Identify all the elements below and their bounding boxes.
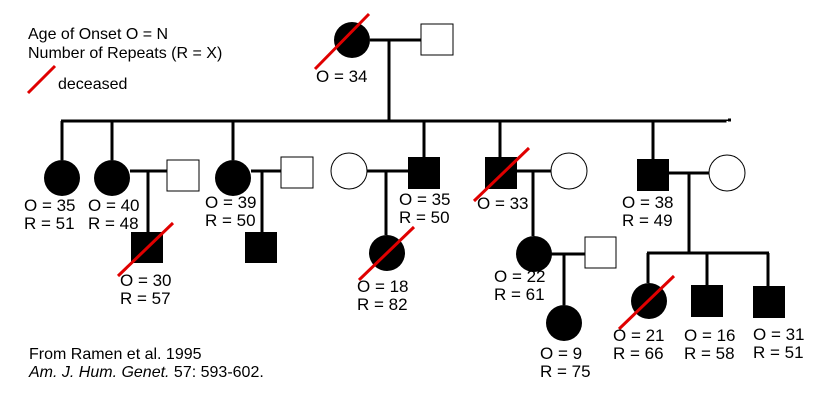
deceased-markers <box>116 12 676 331</box>
label-repeats: R = 61 <box>494 285 545 304</box>
label-onset: O = 33 <box>477 194 529 213</box>
individual-II-4-spouse-female <box>330 152 368 190</box>
label-repeats: R = 57 <box>120 289 171 308</box>
label-onset: O = 31 <box>753 325 805 344</box>
label-onset: O = 40 <box>88 196 140 215</box>
label-onset: O = 9 <box>540 344 582 363</box>
label-repeats: R = 51 <box>24 214 75 233</box>
label-onset: O = 38 <box>622 193 674 212</box>
label-onset: O = 34 <box>316 67 368 86</box>
individual-I-2-unaffected-male <box>420 23 454 56</box>
individual-II-6-affected-male <box>637 159 669 191</box>
label-onset: O = 16 <box>684 326 736 345</box>
label-repeats: R = 75 <box>540 362 591 381</box>
legend-deceased-slash-icon <box>26 64 57 95</box>
individual-II-2-spouse-male <box>166 159 200 192</box>
label-repeats: R = 50 <box>205 211 256 230</box>
individual-IV-1-affected-female <box>546 305 582 341</box>
label-repeats: R = 50 <box>399 208 450 227</box>
citation-line1: From Ramen et al. 1995 <box>29 346 202 363</box>
individual-II-6-spouse-female <box>708 154 746 192</box>
label-onset: O = 30 <box>120 271 172 290</box>
individual-II-5-spouse-female <box>550 152 588 190</box>
individual-II-1-affected-female <box>44 160 80 196</box>
individual-II-3-spouse-male <box>280 156 314 189</box>
label-onset: O = 35 <box>399 190 451 209</box>
label-onset: O = 18 <box>357 277 409 296</box>
deceased-slash-icon <box>357 225 416 282</box>
label-onset: O = 35 <box>24 196 76 215</box>
individual-II-4-affected-male <box>408 157 440 189</box>
individual-III-4-affected-female <box>516 236 552 272</box>
legend-repeats: Number of Repeats (R = X) <box>28 45 222 62</box>
individual-III-6-affected-male <box>691 285 723 317</box>
legend-deceased: deceased <box>58 76 127 93</box>
individual-III-2-affected-male <box>245 232 277 263</box>
label-repeats: R = 66 <box>613 344 664 363</box>
citation-ref: 57: 593-602. <box>169 364 263 381</box>
deceased-slash-icon <box>617 274 676 331</box>
label-repeats: R = 51 <box>753 343 804 362</box>
individual-III-4-spouse-male <box>584 236 617 269</box>
individual-labels: O = 34 O = 35 R = 51 O = 40 R = 48 O = 3… <box>24 67 805 381</box>
citation-journal: Am. J. Hum. Genet. <box>28 364 169 381</box>
pedigree-lines <box>60 38 770 305</box>
label-repeats: R = 82 <box>357 295 408 314</box>
label-repeats: R = 48 <box>88 214 139 233</box>
label-onset: O = 21 <box>613 326 665 345</box>
citation-line2: Am. J. Hum. Genet. 57: 593-602. <box>28 364 264 381</box>
individual-I-1-affected-female <box>334 22 370 58</box>
individual-II-3-affected-female <box>215 160 251 196</box>
individual-III-7-affected-male <box>753 286 785 318</box>
legend-onset: Age of Onset O = N <box>28 26 168 43</box>
label-repeats: R = 58 <box>684 344 735 363</box>
deceased-slash-icon <box>313 12 371 71</box>
label-onset: O = 22 <box>494 267 546 286</box>
deceased-slash-icon <box>116 221 175 278</box>
label-repeats: R = 49 <box>622 211 673 230</box>
label-onset: O = 39 <box>205 193 257 212</box>
individual-II-2-affected-female <box>94 160 130 196</box>
deceased-slash-icon <box>472 146 531 203</box>
